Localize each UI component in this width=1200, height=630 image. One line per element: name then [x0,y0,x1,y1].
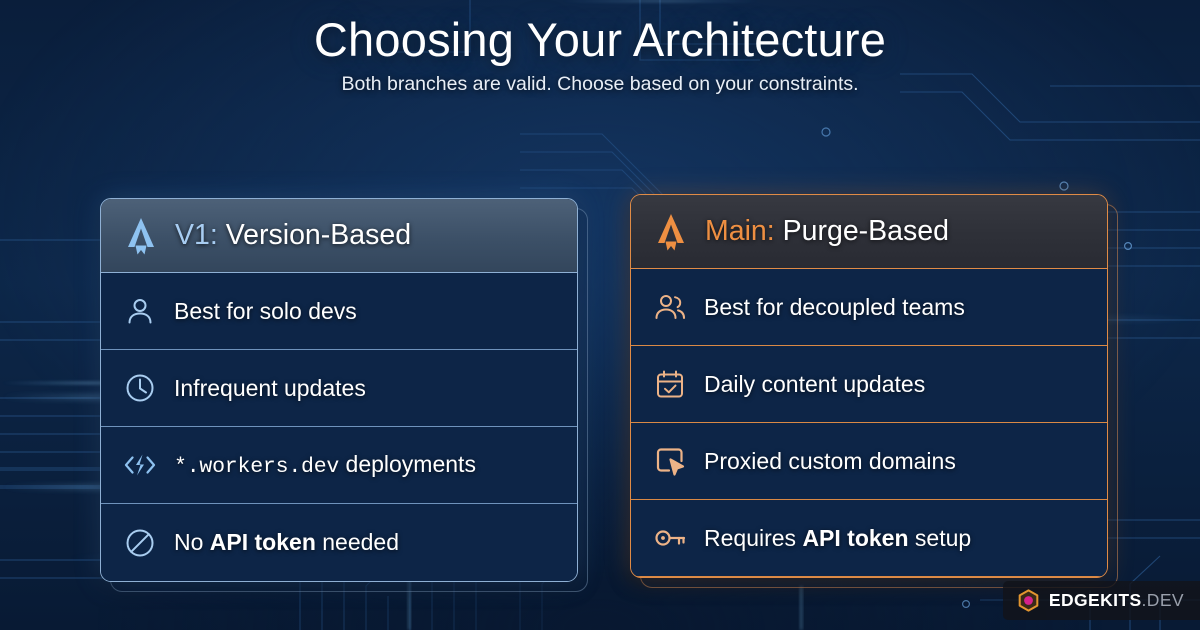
feature-row: *.workers.dev deployments [101,427,577,504]
card-main-purge-based: Main: Purge-Based Best for decoup [630,194,1118,588]
feature-text-bold: API token [209,529,316,555]
feature-text: setup [908,524,972,551]
feature-text-mono: *.workers.dev [174,455,340,479]
feature-text: Best for decoupled teams [704,293,965,320]
watermark-text: EDGEKITS.DEV [1049,590,1184,611]
feature-text-bold: API token [802,524,909,551]
page-subtitle: Both branches are valid. Choose based on… [341,72,859,95]
card-header-main: Main: Purge-Based [631,195,1107,269]
feature-row-label: Best for decoupled teams [704,294,965,321]
card-header-accent-v1: V1: [175,219,218,251]
code-lightning-icon [124,454,156,476]
card-header-main-v1: Version-Based [225,219,412,251]
card-header-v1: V1: Version-Based [101,199,577,273]
feature-row-label: Best for solo devs [174,298,357,325]
pointer-window-icon [656,448,685,476]
feature-row: Best for decoupled teams [631,269,1107,346]
feature-row-label: *.workers.dev deployments [174,451,476,479]
card-header-accent-main: Main: [705,215,775,247]
astro-rocket-icon [128,217,154,254]
feature-text: needed [315,529,400,555]
feature-row-label: Requires API token setup [704,525,971,552]
card-rows-main: Best for decoupled teams Daily content u… [631,269,1107,577]
page-title: Choosing Your Architecture [313,13,887,66]
watermark-name: EDGEKITS [1048,590,1142,610]
feature-row: Daily content updates [631,346,1107,423]
astro-rocket-icon [658,213,684,250]
watermark-badge: EDGEKITS.DEV [1002,581,1200,620]
feature-text: Infrequent updates [174,374,366,401]
clock-icon [126,374,154,402]
feature-row: Infrequent updates [101,350,577,427]
feature-text: Requires [704,524,803,551]
card-v1-version-based: V1: Version-Based Best for solo devs [100,198,588,592]
header: Choosing Your Architecture Both branches… [0,0,1200,96]
feature-row-label: Daily content updates [704,371,925,398]
card-header-title-main: Main: Purge-Based [705,215,949,248]
feature-text: deployments [339,451,476,477]
key-icon [655,530,686,546]
calendar-check-icon [657,370,683,398]
feature-row-label: Infrequent updates [174,375,366,402]
feature-row: No API token needed [101,504,577,581]
watermark-tld: .DEV [1141,590,1184,610]
people-icon [655,295,685,319]
feature-row: Requires API token setup [631,500,1107,577]
card-header-main-main: Purge-Based [782,215,949,247]
edgekits-hexagon-icon [1018,589,1039,612]
feature-text: No [174,529,210,555]
feature-row: Proxied custom domains [631,423,1107,500]
person-icon [128,299,152,324]
feature-text: Best for solo devs [174,297,357,324]
feature-text: Proxied custom domains [704,447,956,474]
card-rows-v1: Best for solo devs Infrequent updates [101,273,577,581]
feature-row: Best for solo devs [101,273,577,350]
feature-row-label: Proxied custom domains [704,448,956,475]
no-entry-icon [126,529,154,556]
feature-text: Daily content updates [704,370,926,397]
feature-row-label: No API token needed [174,529,399,556]
card-header-title-v1: V1: Version-Based [175,219,411,252]
